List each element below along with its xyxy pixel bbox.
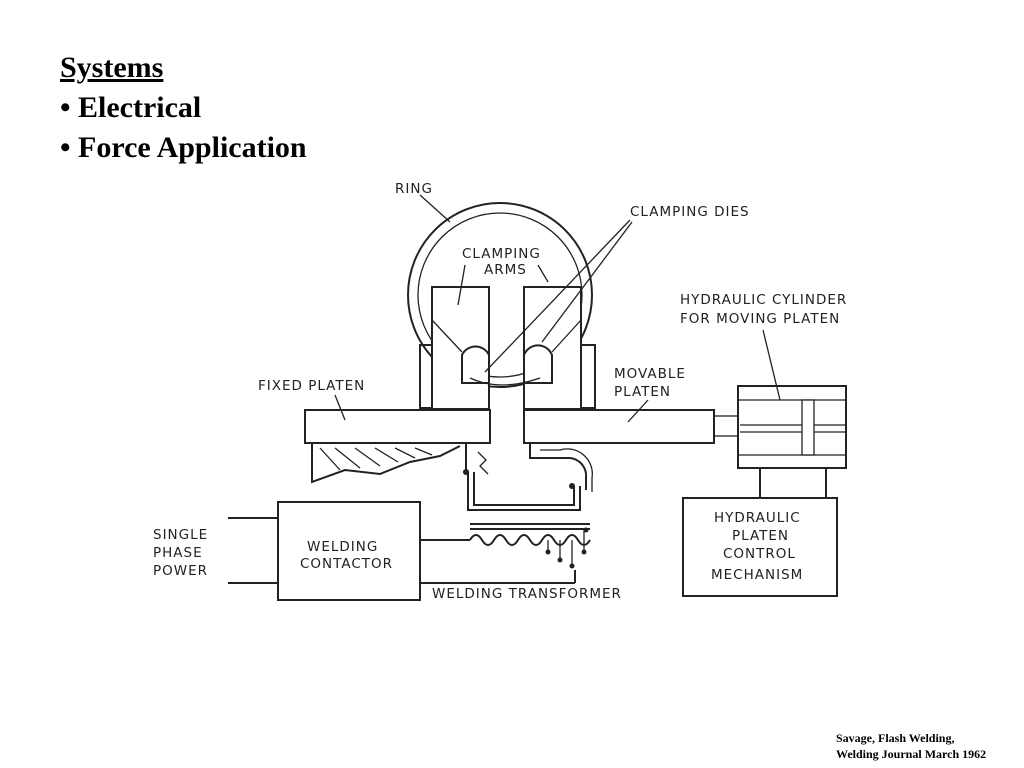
slide-heading: Systems • Electrical • Force Application — [60, 48, 307, 168]
label-welding-contactor-2: CONTACTOR — [300, 556, 393, 572]
label-clamping-dies: CLAMPING DIES — [630, 204, 750, 220]
label-movable-platen-1: MOVABLE — [614, 366, 686, 382]
label-single: SINGLE — [153, 527, 208, 543]
label-clamping-arms-2: ARMS — [484, 262, 527, 278]
label-welding-transformer: WELDING TRANSFORMER — [432, 586, 622, 602]
label-ring: RING — [395, 181, 433, 197]
welding-contactor-box — [277, 501, 421, 601]
secondary-lead — [467, 472, 581, 511]
movable-platen — [523, 409, 715, 444]
label-hydraulic-cylinder-1: HYDRAULIC CYLINDER — [680, 292, 847, 308]
workpiece — [469, 377, 541, 386]
bullet-force-application: • Force Application — [60, 131, 307, 164]
fixed-platen-support — [311, 443, 461, 484]
label-control-2: PLATEN — [732, 528, 789, 544]
citation-line-2: Welding Journal March 1962 — [836, 747, 987, 761]
citation: Savage, Flash Welding, Welding Journal M… — [836, 730, 986, 762]
citation-line-1: Savage, Flash Welding, — [836, 731, 955, 745]
label-fixed-platen: FIXED PLATEN — [258, 378, 365, 394]
fixed-platen — [304, 409, 491, 444]
clamping-die-left — [461, 345, 490, 384]
hydraulic-cylinder — [737, 385, 847, 469]
label-movable-platen-2: PLATEN — [614, 384, 671, 400]
platen-rod-end — [713, 415, 741, 437]
ring-outer — [407, 202, 593, 388]
label-control-3: CONTROL — [723, 546, 796, 562]
label-clamping-arms-1: CLAMPING — [462, 246, 541, 262]
label-phase: PHASE — [153, 545, 203, 561]
label-welding-contactor-1: WELDING — [307, 539, 378, 555]
hydraulic-control-box — [682, 497, 838, 597]
slide-title: Systems — [60, 51, 164, 84]
label-control-1: HYDRAULIC — [714, 510, 801, 526]
label-control-4: MECHANISM — [711, 567, 803, 583]
label-hydraulic-cylinder-2: FOR MOVING PLATEN — [680, 311, 840, 327]
bullet-electrical: • Electrical — [60, 91, 202, 124]
clamping-die-right — [523, 344, 553, 384]
label-power: POWER — [153, 563, 208, 579]
transformer-coil — [469, 534, 591, 546]
